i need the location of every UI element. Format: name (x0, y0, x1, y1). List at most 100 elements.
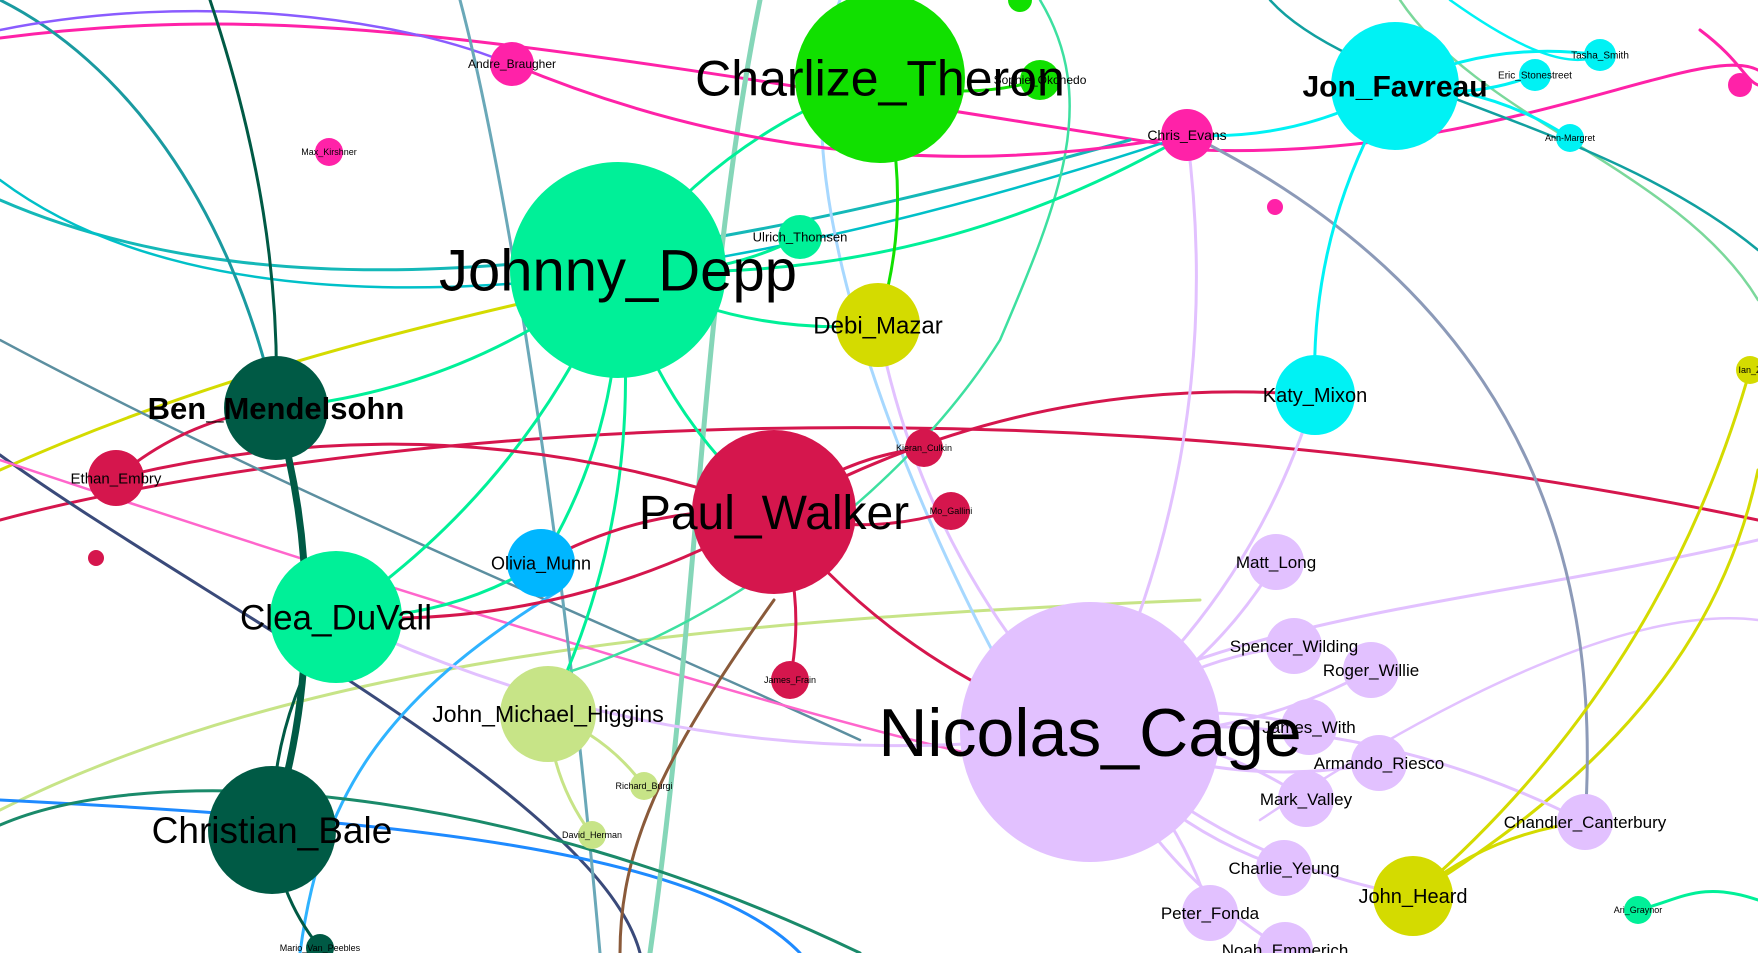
edge (114, 442, 776, 514)
node-label-mo-gallini: Mo_Gallini (930, 506, 973, 516)
node-ari-graynor[interactable] (1624, 896, 1652, 924)
node-debi-mazar[interactable] (836, 283, 920, 367)
edge-offscreen (0, 789, 862, 953)
node-johnny-depp[interactable] (510, 162, 726, 378)
label-layer: Charlize_TheronJohnny_DeppNicolas_CagePa… (71, 51, 1758, 953)
node-label-peter-fonda: Peter_Fonda (1161, 904, 1260, 923)
node-olivia-munn[interactable] (507, 529, 575, 597)
edge-offscreen (647, 0, 763, 953)
node-roger-willie[interactable] (1343, 642, 1399, 698)
node-label-max-kirshner: Max_Kirshner (301, 147, 357, 157)
node-label-spencer-wilding: Spencer_Wilding (1230, 637, 1359, 656)
node-ben-mendelsohn[interactable] (224, 356, 328, 460)
node-max-kirshner[interactable] (315, 138, 343, 166)
node-matt-long[interactable] (1248, 534, 1304, 590)
node-layer (88, 0, 1758, 953)
edge-offscreen (538, 0, 1071, 682)
node-label-armando-riesco: Armando_Riesco (1314, 754, 1444, 773)
node-richard-burgi[interactable] (630, 772, 658, 800)
edge-offscreen (1411, 468, 1758, 898)
node-sophie-okonedo[interactable] (1020, 60, 1060, 100)
node-nicolas-cage[interactable] (960, 602, 1220, 862)
edge-offscreen (0, 458, 1002, 762)
node-label-paul-walker: Paul_Walker (639, 487, 909, 540)
node-john-michael-higgins[interactable] (500, 666, 596, 762)
edge-offscreen (0, 598, 1202, 812)
node-paul-walker[interactable] (692, 430, 856, 594)
edge-offscreen (618, 598, 776, 953)
node-label-matt-long: Matt_Long (1236, 553, 1316, 572)
node-tasha-smith[interactable] (1584, 39, 1616, 71)
node-mark-valley[interactable] (1278, 771, 1334, 827)
node-label-ari-graynor: Ari_Graynor (1614, 905, 1663, 915)
node-david-herman[interactable] (578, 821, 606, 849)
node-label-john-michael-higgins: John_Michael_Higgins (432, 701, 663, 727)
node-label-eric-stonestreet: Eric_Stonestreet (1498, 71, 1572, 82)
edge (1411, 368, 1752, 898)
node-label-john-heard: John_Heard (1359, 886, 1468, 908)
node-james-frain[interactable] (771, 661, 809, 699)
node-chris-evans[interactable] (1161, 109, 1213, 161)
node-katy-mixon[interactable] (1275, 355, 1355, 435)
node-label-johnny-depp: Johnny_Depp (439, 238, 797, 303)
node-label-andre-braugher: Andre_Braugher (468, 57, 556, 71)
node-armando-riesco[interactable] (1351, 735, 1407, 791)
edge-offscreen (0, 453, 642, 953)
node-label-debi-mazar: Debi_Mazar (813, 312, 942, 339)
node-spencer-wilding[interactable] (1266, 618, 1322, 674)
node-ulrich-thomsen[interactable] (778, 215, 822, 259)
node-label-olivia-munn: Olivia_Munn (491, 553, 591, 574)
node-label-roger-willie: Roger_Willie (1323, 661, 1419, 680)
node-label-james-with: James_With (1262, 718, 1356, 737)
node-mario-van-peebles[interactable] (306, 934, 334, 953)
node-label-kieran-culkin: Kieran_Culkin (896, 443, 952, 453)
node-christian-bale[interactable] (208, 766, 336, 894)
node-label-james-frain: James_Frain (764, 675, 816, 685)
node-charlie-yeung[interactable] (1256, 840, 1312, 896)
node-kieran-culkin[interactable] (905, 429, 943, 467)
node-jon-favreau[interactable] (1331, 22, 1459, 150)
node-label-richard-burgi: Richard_Burgi (615, 781, 672, 791)
node-label-charlize-theron: Charlize_Theron (695, 51, 1065, 107)
node-clea-duvall[interactable] (270, 551, 402, 683)
edge-offscreen (0, 338, 862, 742)
node-label-christian-bale: Christian_Bale (152, 810, 393, 851)
edge-offscreen (458, 0, 602, 953)
edge-offscreen (0, 22, 1758, 153)
node-label-noah-emmerich: Noah_Emmerich (1222, 941, 1349, 953)
node-label-david-herman: David_Herman (562, 830, 622, 840)
node-dot[interactable] (1008, 0, 1032, 12)
node-chandler-canterbury[interactable] (1557, 794, 1613, 850)
node-label-chris-evans: Chris_Evans (1147, 127, 1226, 143)
node-dot[interactable] (1728, 73, 1752, 97)
node-label-mark-valley: Mark_Valley (1260, 790, 1353, 809)
node-label-ulrich-thomsen: Ulrich_Thomsen (753, 230, 848, 245)
node-label-jon-favreau: Jon_Favreau (1302, 71, 1487, 104)
node-ethan-embry[interactable] (88, 450, 144, 506)
node-dot[interactable] (88, 550, 104, 566)
node-label-ian-z: Ian_Z (1738, 365, 1758, 375)
node-charlize-theron[interactable] (795, 0, 965, 163)
node-dot[interactable] (1267, 199, 1283, 215)
edge-offscreen (1398, 0, 1758, 302)
node-label-charlie-yeung: Charlie_Yeung (1229, 859, 1340, 878)
node-label-chandler-canterbury: Chandler_Canterbury (1504, 813, 1667, 832)
edge-offscreen (298, 588, 562, 953)
node-label-tasha-smith: Tasha_Smith (1571, 51, 1629, 62)
edge-offscreen (0, 798, 802, 953)
node-mo-gallini[interactable] (932, 492, 970, 530)
node-label-sophie-okonedo: Sophie_Okonedo (994, 73, 1087, 87)
node-label-clea-duvall: Clea_DuVall (240, 598, 432, 637)
edge-offscreen (0, 133, 1189, 289)
edge-offscreen (0, 0, 278, 410)
node-ann-margret[interactable] (1556, 124, 1584, 152)
node-ian-z[interactable] (1736, 356, 1758, 384)
node-eric-stonestreet[interactable] (1519, 59, 1551, 91)
node-andre-braugher[interactable] (490, 42, 534, 86)
node-noah-emmerich[interactable] (1257, 922, 1313, 953)
node-james-with[interactable] (1281, 699, 1337, 755)
node-peter-fonda[interactable] (1182, 885, 1238, 941)
edge-offscreen (1268, 0, 1758, 252)
node-john-heard[interactable] (1373, 856, 1453, 936)
